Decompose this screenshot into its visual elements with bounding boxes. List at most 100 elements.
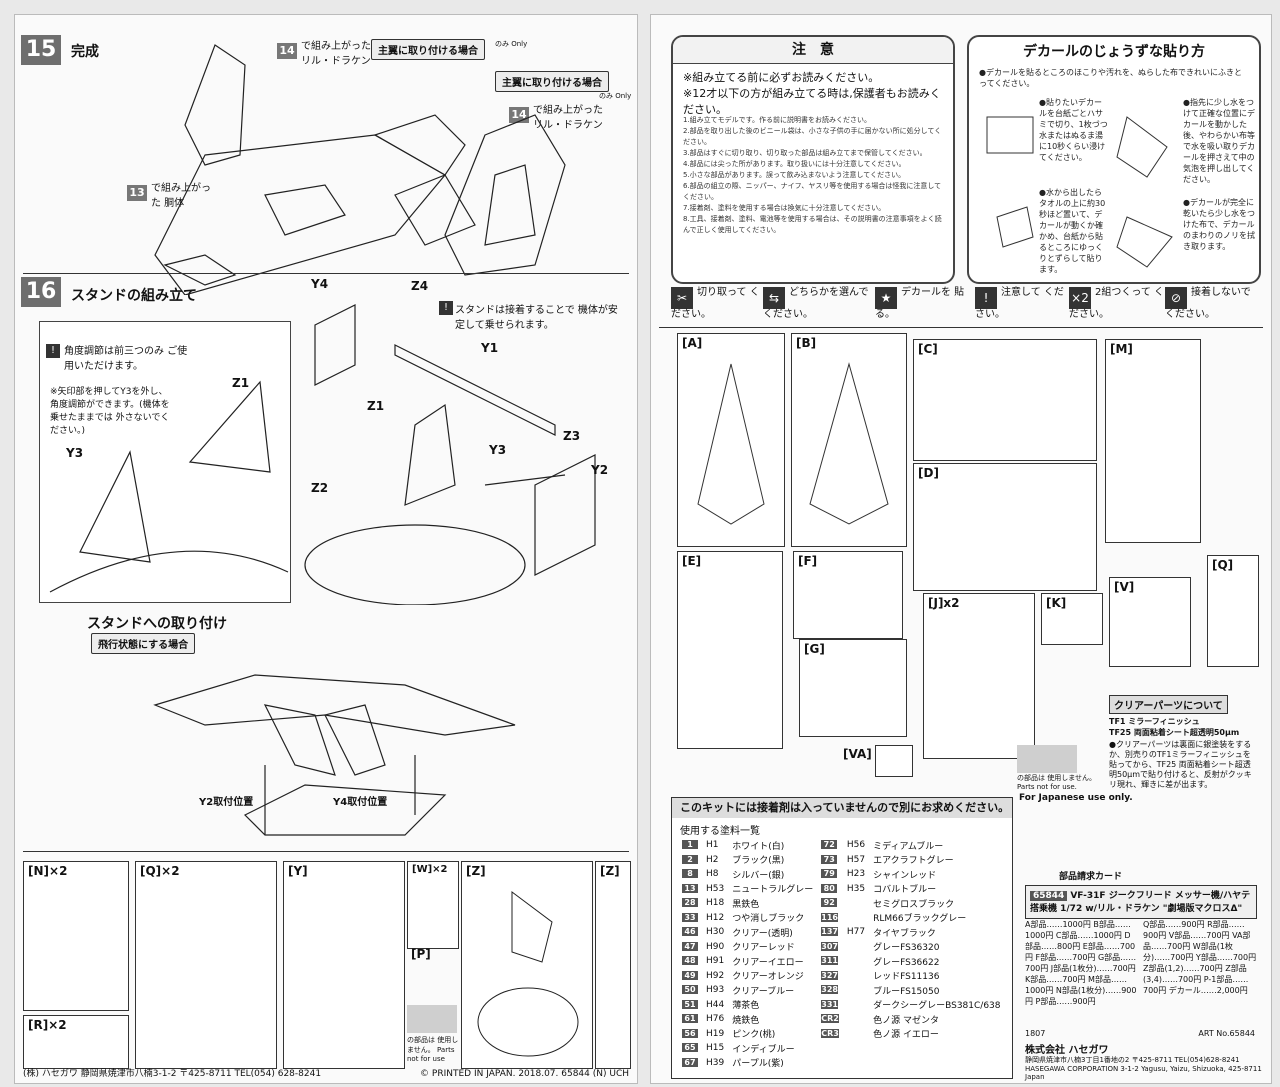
paint-number: 47 <box>682 941 698 951</box>
order-card-title: 部品請求カード <box>1059 872 1123 882</box>
paint-number: 331 <box>821 999 838 1009</box>
paint-name: ダークシーグレーBS381C/638 <box>873 1001 1001 1012</box>
paint-sub: 使用する塗料一覧 <box>680 826 760 837</box>
paint-name: つや消しブラック <box>732 914 805 925</box>
part-z1-label: Z1 <box>367 399 385 413</box>
paint-h-code: H1 <box>706 840 719 851</box>
paint-name: グレーFS36320 <box>873 943 940 954</box>
clear-tf25: TF25 両面粘着シート超透明50μm <box>1109 728 1240 737</box>
step-16-title: スタンドの組み立て <box>71 288 197 304</box>
caution-icon: ! <box>439 301 453 315</box>
sprue-m-label: [M] <box>1110 342 1133 356</box>
sprue-z: [Z] <box>461 861 593 1069</box>
sprue-z-label: [Z] <box>466 864 486 878</box>
paint-name: クリアーイエロー <box>732 957 804 968</box>
price-list-left: A部品……1000円 B部品……1000円 C部品……1000円 D部品……80… <box>1025 920 1137 1006</box>
paint-number: 51 <box>682 999 698 1009</box>
paint-h-code <box>843 954 869 969</box>
paint-name: 色ノ源 マゼンタ <box>873 1015 939 1026</box>
part-y2-label: Y2 <box>591 463 609 477</box>
sprue-r: [R]×2 <box>23 1015 129 1069</box>
paint-h-code <box>843 1012 869 1027</box>
decal-intro: ●デカールを貼るところのほこりや汚れを、ぬらした布できれいにふきとってください。 <box>979 68 1242 88</box>
clear-desc: ●クリアーパーツは裏面に銀塗装をするか、別売りのTF1ミラーフィニッシュを貼って… <box>1109 740 1252 789</box>
flight-mode-button[interactable]: 飛行状態にする場合 <box>91 633 196 654</box>
sprue-k-label: [K] <box>1046 596 1067 610</box>
sprue-p-label: [P] <box>411 947 431 961</box>
legend-item: ⇆どちらかを選んで ください。 <box>763 287 869 320</box>
clear-parts-box: クリアーパーツについて TF1 ミラーフィニッシュ TF25 両面粘着シート超透… <box>1109 695 1257 789</box>
main-wing-button-top[interactable]: 主翼に取り付ける場合 <box>371 39 485 60</box>
caution-icon: ! <box>975 287 997 309</box>
sprue-y: [Y] <box>283 861 405 1069</box>
x2-icon: ×2 <box>1069 287 1091 309</box>
legend-row: ✂切り取って ください。 ⇆どちらかを選んで ください。 ★デカールを 貼る。 … <box>671 287 1261 323</box>
unused-swatch <box>1017 745 1077 773</box>
paint-list-box: このキットには接着剤は入っていませんので別にお求めください。 使用する塗料一覧 … <box>671 797 1013 1079</box>
company-name: 株式会社 ハセガワ <box>1025 1045 1109 1056</box>
sprue-j-label: [J]x2 <box>928 596 960 610</box>
left-page: 15 完成 14 で組み上がった リル・ドラケン 主翼に取り付ける場合 のみ O… <box>14 14 638 1084</box>
caution-item: 4.部品には尖った所があります。取り扱いには十分注意してください。 <box>683 160 906 168</box>
y2-position-label: Y2取付位置 <box>199 797 254 808</box>
legend-item: ★デカールを 貼る。 <box>875 287 965 320</box>
paint-h-code: H39 <box>706 1057 725 1068</box>
kit-code: 65844 <box>1030 891 1068 901</box>
paint-h-code: H19 <box>706 1028 725 1039</box>
caution-items: 1.組み立てモデルです。作る前に説明書をお読みください。 2.部品を取り出した後… <box>683 115 943 236</box>
completed-aircraft-illustration <box>154 44 566 295</box>
paint-h-code <box>843 896 869 911</box>
paint-h-code <box>843 1027 869 1042</box>
paint-h-code: H56 <box>846 840 866 851</box>
paint-number: 33 <box>682 912 698 922</box>
paint-name: クリアーブルー <box>732 986 795 997</box>
stand-glue-note: スタンドは接着することで 機体が安定して乗せられます。 <box>455 305 618 331</box>
paint-number: 73 <box>821 854 838 864</box>
paint-number: 116 <box>821 912 838 922</box>
paint-h-code: H53 <box>706 883 725 894</box>
paint-header: このキットには接着剤は入っていませんので別にお求めください。 <box>672 798 1012 818</box>
price-list-right: Q部品……900円 R部品……900円 V部品……700円 VA部品……700円… <box>1143 920 1257 995</box>
paint-name: ニュートラルグレー <box>732 885 814 896</box>
paint-number: 48 <box>682 956 698 966</box>
sprue-d-label: [D] <box>918 466 939 480</box>
part-z3-label: Z3 <box>563 429 581 443</box>
company-address: 静岡県焼津市八楠3丁目1番地の2 〒425-8711 TEL(054)628-8… <box>1025 1056 1240 1064</box>
paint-number: 327 <box>821 970 838 980</box>
sprue-e: [E] <box>677 551 783 749</box>
footer-right: © PRINTED IN JAPAN. 2018.07. 65844 (N) U… <box>420 1069 629 1079</box>
sprue-d: [D] <box>913 463 1097 591</box>
order-code: 1807 <box>1025 1029 1046 1038</box>
sprue-g: [G] <box>799 639 907 737</box>
paint-h-code <box>843 998 869 1013</box>
paint-number: 80 <box>821 883 838 893</box>
part-z4-label: Z4 <box>411 279 429 293</box>
paint-number: 137 <box>821 927 838 937</box>
paint-h-code: H12 <box>706 912 725 923</box>
paint-name: クリアーレッド <box>732 943 795 954</box>
footer-left: (株) ハセガワ 静岡県焼津市八楠3-1-2 〒425-8711 TEL(054… <box>23 1069 322 1079</box>
sprue-q: [Q] <box>1207 555 1259 667</box>
paint-number: 67 <box>682 1057 698 1067</box>
decal-step-3: ●指先に少し水をつけて正確な位置にデカールを動かした後、やわらかい布等で水を吸い… <box>1183 98 1255 184</box>
paint-name: シルバー(銀) <box>732 870 785 881</box>
part-y4-label: Y4 <box>311 277 329 291</box>
paint-number: 28 <box>682 898 698 908</box>
caution-item: 1.組み立てモデルです。作る前に説明書をお読みください。 <box>683 116 871 124</box>
mount-title: スタンドへの取り付け <box>87 616 227 632</box>
sprue-va <box>875 745 913 777</box>
paint-h-code: H35 <box>846 883 866 894</box>
only-label-top: のみ Only <box>495 40 528 48</box>
paint-name: レッドFS11136 <box>873 972 940 983</box>
main-wing-button-bottom[interactable]: 主翼に取り付ける場合 <box>495 71 609 92</box>
mounted-aircraft-illustration <box>153 674 516 836</box>
paint-h-code: H57 <box>846 854 866 865</box>
caution-item: 5.小さな部品があります。誤って飲み込まないよう注意してください。 <box>683 171 906 179</box>
